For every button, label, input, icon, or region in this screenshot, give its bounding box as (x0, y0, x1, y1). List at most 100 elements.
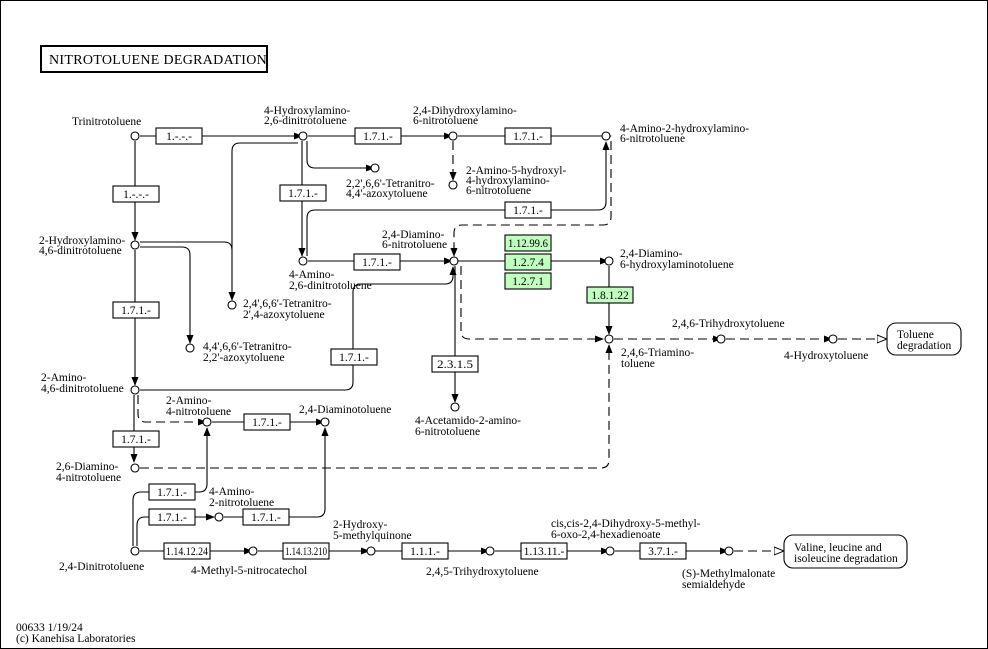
enzyme-box[interactable]: 1.7.1.- (242, 508, 290, 526)
compound-node-dhat[interactable] (604, 256, 614, 266)
compound-node-hadnt2[interactable] (130, 240, 140, 250)
compound-node-dnt[interactable] (130, 546, 140, 556)
compound-node-adnt2[interactable] (130, 385, 140, 395)
compound-node-dat[interactable] (320, 417, 330, 427)
compound-label-azoxy24[interactable]: 2,4',6,6'-Tetranitro- (243, 298, 332, 310)
compound-label-dant[interactable]: 2,4-Diamino- (382, 229, 444, 241)
compound-label-tat[interactable]: 2,4,6-Triamino- (621, 347, 694, 359)
enzyme-box[interactable]: 1.14.12.24 (163, 542, 211, 560)
compound-node-ant4[interactable] (214, 512, 224, 522)
compound-node-mnc[interactable] (248, 546, 258, 556)
compound-label-hmq[interactable]: 2-Hydroxy- (333, 519, 387, 531)
compound-label-ant2-line2[interactable]: 4-nitrotoluene (166, 406, 231, 418)
map-link-valine-leucine-isoleucine-degradation[interactable]: Valine, leucine and isoleucine degradati… (783, 534, 908, 569)
compound-label-dhant-line2[interactable]: 6-nitrotoluene (413, 115, 478, 127)
compound-node-tnt[interactable] (130, 131, 140, 141)
compound-node-tat[interactable] (604, 334, 614, 344)
enzyme-box-highlighted[interactable]: 1.2.7.1 (504, 272, 552, 290)
compound-node-azoxy44[interactable] (370, 163, 380, 173)
compound-label-dant26-line2[interactable]: 4-nitrotoluene (56, 472, 121, 484)
compound-node-azoxy24[interactable] (227, 300, 237, 310)
enzyme-box[interactable]: 1.7.1.- (354, 127, 402, 145)
compound-node-mms[interactable] (724, 546, 734, 556)
enzyme-box[interactable]: 1.1.1.- (401, 542, 449, 560)
enzyme-box[interactable]: 3.7.1.- (639, 542, 687, 560)
enzyme-box[interactable]: 1.7.1.- (504, 127, 552, 145)
enzyme-box[interactable]: 1.14.13.210 (282, 542, 330, 560)
compound-label-dmhd-line2[interactable]: 6-oxo-2,4-hexadienoate (551, 529, 661, 541)
compound-node-aant[interactable] (450, 402, 460, 412)
compound-label-ant2[interactable]: 2-Amino- (166, 395, 212, 407)
compound-node-hmq[interactable] (366, 546, 376, 556)
compound-node-dant[interactable] (449, 256, 459, 266)
compound-label-ahant[interactable]: 4-Amino-2-hydroxylamino- (620, 123, 749, 135)
compound-label-dant26[interactable]: 2,6-Diamino- (56, 461, 118, 473)
compound-label-azoxy22[interactable]: 4,4',6,6'-Tetranitro- (203, 341, 292, 353)
compound-label-ht[interactable]: 4-Hydroxytoluene (784, 350, 868, 362)
enzyme-box[interactable]: 1.-.-.- (155, 127, 203, 145)
compound-node-ahhant[interactable] (448, 180, 458, 190)
compound-label-aant-line2[interactable]: 6-nitrotoluene (415, 426, 480, 438)
compound-label-tht[interactable]: 2,4,6-Trihydroxytoluene (672, 318, 785, 330)
enzyme-box-highlighted[interactable]: 1.8.1.22 (586, 286, 634, 304)
compound-node-dant26[interactable] (130, 463, 140, 473)
compound-node-ahant[interactable] (601, 131, 611, 141)
compound-label-tat-line2[interactable]: toluene (621, 358, 655, 370)
enzyme-box[interactable]: 1.13.11.- (520, 542, 568, 560)
compound-label-dhat-line2[interactable]: 6-hydroxylaminotoluene (620, 259, 734, 271)
compound-node-dhant[interactable] (448, 131, 458, 141)
compound-label-ant4[interactable]: 4-Amino- (209, 486, 255, 498)
compound-label-dnt[interactable]: 2,4-Dinitrotoluene (59, 561, 144, 573)
compound-label-azoxy44[interactable]: 2,2',6,6'-Tetranitro- (346, 178, 435, 190)
compound-label-adnt4-line2[interactable]: 2,6-dinitrotoluene (289, 280, 372, 292)
compound-node-thtol[interactable] (485, 546, 495, 556)
compound-label-ahhant[interactable]: 2-Amino-5-hydroxyl- (466, 165, 566, 177)
enzyme-box[interactable]: 2.3.1.5 (431, 355, 479, 373)
enzyme-box[interactable]: 1.7.1.- (330, 348, 378, 366)
compound-label-ant4-line2[interactable]: 2-nitrotoluene (209, 497, 274, 509)
compound-label-hadnt4-line2[interactable]: 2,6-dinitrotoluene (264, 115, 347, 127)
compound-label-tnt[interactable]: Trinitrotoluene (72, 116, 141, 128)
compound-label-adnt2-line2[interactable]: 4,6-dinitrotoluene (41, 383, 124, 395)
enzyme-box-highlighted[interactable]: 1.12.99.6 (504, 234, 552, 252)
enzyme-box[interactable]: 1.7.1.- (353, 253, 401, 271)
compound-label-mms[interactable]: (S)-Methylmalonate (682, 568, 775, 580)
compound-label-mms-line2[interactable]: semialdehyde (682, 579, 745, 591)
enzyme-box[interactable]: 1.7.1.- (504, 201, 552, 219)
compound-node-dmhd[interactable] (605, 546, 615, 556)
compound-label-thtol[interactable]: 2,4,5-Trihydroxytoluene (426, 566, 539, 578)
compound-label-hmq-line2[interactable]: 5-methylquinone (333, 530, 412, 542)
compound-label-azoxy24-line2[interactable]: 2',4-azoxytoluene (243, 309, 325, 321)
compound-label-dhant[interactable]: 2,4-Dihydroxylamino- (413, 105, 517, 117)
compound-label-adnt2[interactable]: 2-Amino- (41, 372, 87, 384)
compound-label-aant[interactable]: 4-Acetamido-2-amino- (415, 415, 521, 427)
compound-label-dat[interactable]: 2,4-Diaminotoluene (299, 404, 391, 416)
compound-node-azoxy22[interactable] (185, 343, 195, 353)
compound-label-hadnt4[interactable]: 4-Hydroxylamino- (264, 105, 350, 117)
compound-node-ant2[interactable] (202, 417, 212, 427)
enzyme-box[interactable]: 1.7.1.- (112, 301, 160, 319)
compound-label-hadnt2-line2[interactable]: 4,6-dinitrotoluene (39, 245, 122, 257)
compound-label-dant-line2[interactable]: 6-nitrotoluene (382, 239, 447, 251)
compound-label-dhat[interactable]: 2,4-Diamino- (620, 248, 682, 260)
enzyme-box[interactable]: 1.7.1.- (148, 483, 196, 501)
enzyme-box[interactable]: 1.7.1.- (148, 508, 196, 526)
enzyme-box[interactable]: 1.7.1.- (243, 413, 291, 431)
enzyme-box-highlighted[interactable]: 1.2.7.4 (504, 253, 552, 271)
compound-label-hadnt2[interactable]: 2-Hydroxylamino- (39, 235, 125, 247)
compound-label-azoxy44-line2[interactable]: 4,4'-azoxytoluene (346, 188, 428, 200)
compound-node-hadnt4[interactable] (298, 131, 308, 141)
compound-node-adnt4[interactable] (298, 256, 308, 266)
compound-node-tht[interactable] (716, 334, 726, 344)
compound-label-ahhant-line2[interactable]: 4-hydroxylamino- (466, 175, 550, 187)
map-link-toluene-degradation[interactable]: Toluene degradation (886, 322, 962, 356)
enzyme-box[interactable]: 1.7.1.- (112, 430, 160, 448)
compound-label-ahant-line2[interactable]: 6-nitrotoluene (620, 133, 685, 145)
compound-label-mnc[interactable]: 4-Methyl-5-nitrocatechol (191, 565, 307, 577)
compound-label-dmhd[interactable]: cis,cis-2,4-Dihydroxy-5-methyl- (551, 518, 701, 530)
enzyme-box[interactable]: 1.7.1.- (279, 184, 327, 202)
compound-label-azoxy22-line2[interactable]: 2,2'-azoxytoluene (203, 352, 285, 364)
enzyme-box[interactable]: 1.-.-.- (112, 185, 160, 203)
compound-label-adnt4[interactable]: 4-Amino- (289, 269, 335, 281)
compound-node-ht[interactable] (828, 334, 838, 344)
